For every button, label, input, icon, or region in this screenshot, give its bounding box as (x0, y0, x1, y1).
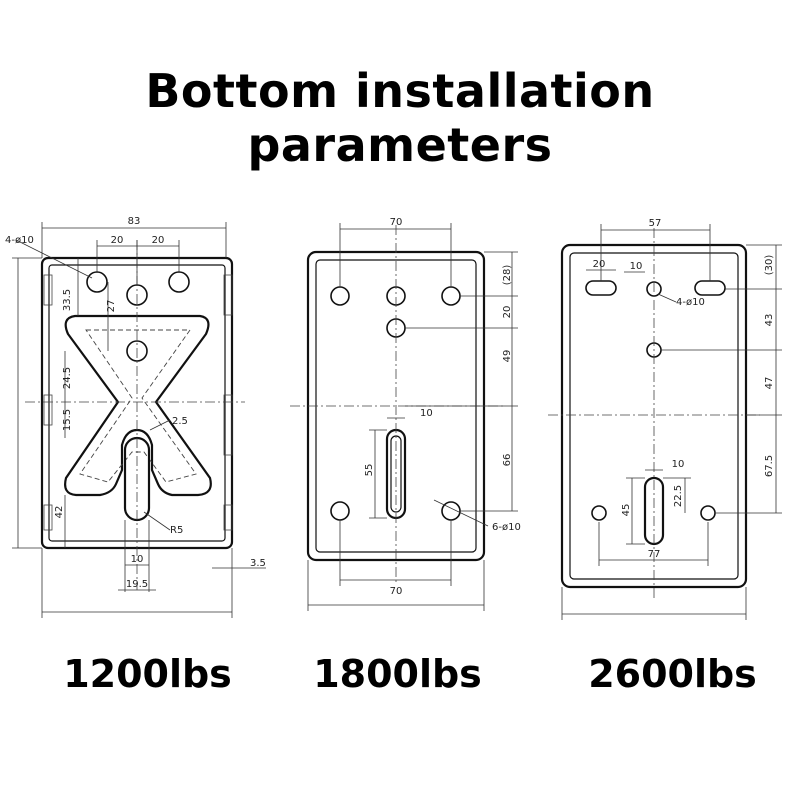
page-title: Bottom installation parameters (145, 64, 655, 172)
hole (330, 286, 350, 306)
dim-24-5: 24.5 (62, 367, 73, 389)
plate-1200lbs: 83 20 20 4-ø10 33.5 27 24.5 15.5 42 2.5 … (5, 216, 266, 618)
dim-bottom-spacing: 70 (390, 586, 403, 597)
top-slot-left (585, 280, 617, 296)
capacity-label-1800: 1800lbs (313, 652, 482, 696)
dim-slot-width-top: 10 (630, 261, 643, 272)
dim-holes: 4-ø10 (676, 297, 705, 308)
dim-slot-length: 45 (621, 504, 632, 517)
dim-width: 83 (128, 216, 141, 227)
hole (700, 505, 716, 521)
dim-top-spacing: 57 (649, 218, 662, 229)
dim-49: 49 (502, 350, 513, 363)
dimension-lines (307, 223, 518, 611)
hole (591, 505, 607, 521)
x-cutout-dash (79, 329, 197, 483)
hole (168, 271, 190, 293)
hole (330, 501, 350, 521)
top-slot-right (694, 280, 726, 296)
dim-hole-spacing-b: 20 (152, 235, 165, 246)
dimension-lines (12, 222, 266, 618)
dim-thickness: 3.5 (250, 558, 266, 569)
dim-2-5: 2.5 (172, 416, 188, 427)
dim-bottom-offset: 19.5 (126, 579, 148, 590)
dim-28: (28) (502, 265, 513, 286)
dim-27: 27 (106, 300, 117, 313)
hole (86, 271, 108, 293)
dim-holes: 6-ø10 (492, 522, 521, 533)
capacity-label-2600: 2600lbs (588, 652, 757, 696)
dim-hole-spacing-a: 20 (111, 235, 124, 246)
dimension-lines (561, 224, 782, 620)
dim-slot-offset-b: 22.5 (673, 485, 684, 507)
plate-1800lbs: 70 70 (28) 20 49 66 55 10 6-ø10 (290, 217, 521, 611)
hole (441, 286, 461, 306)
dim-33-5: 33.5 (62, 289, 73, 311)
dim-47: 47 (764, 377, 775, 390)
dim-20: 20 (502, 306, 513, 319)
dim-radius: R5 (170, 525, 183, 536)
dim-67-5: 67.5 (764, 455, 775, 477)
dim-66: 66 (502, 454, 513, 467)
side-hatching (43, 274, 233, 531)
dim-slot-width: 10 (420, 408, 433, 419)
dim-15-5: 15.5 (62, 409, 73, 431)
dim-slot-length: 55 (364, 464, 375, 477)
dim-top-spacing: 70 (390, 217, 403, 228)
dim-slot-offset: 20 (593, 259, 606, 270)
dim-bottom-spacing: 77 (648, 549, 661, 560)
dim-slot-width: 10 (131, 554, 144, 565)
plate-2600lbs: 57 20 10 4-ø10 (30) 43 47 67.5 10 45 22.… (548, 218, 782, 620)
dim-slot-width: 10 (672, 459, 685, 470)
dim-43: 43 (764, 314, 775, 327)
dim-holes: 4-ø10 (5, 235, 34, 246)
dim-30: (30) (764, 255, 775, 276)
capacity-label-1200: 1200lbs (63, 652, 232, 696)
plate-outline (560, 243, 748, 589)
dim-42: 42 (54, 506, 65, 519)
